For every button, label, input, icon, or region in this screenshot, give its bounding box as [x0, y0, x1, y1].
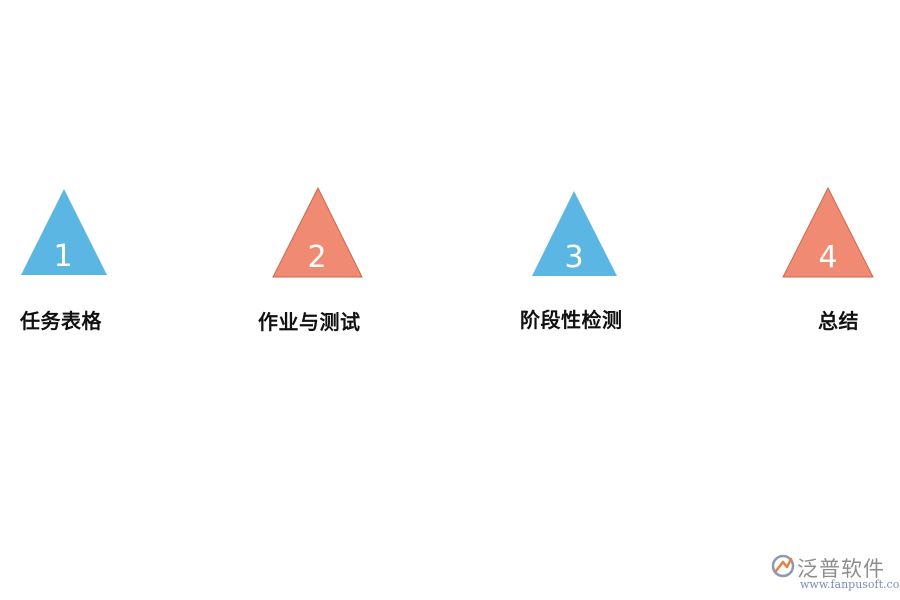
triangle-shape [272, 187, 363, 278]
triangle-3: 3 [532, 191, 617, 276]
step-number: 1 [53, 239, 72, 274]
triangle-1: 1 [21, 189, 107, 275]
brand-logo: 泛普软件 www.fanpusoft.com [770, 553, 900, 595]
step-label: 作业与测试 [258, 310, 361, 334]
logo-name: 泛普软件 [797, 557, 885, 581]
step-label: 阶段性检测 [520, 308, 623, 332]
triangle-2: 2 [272, 187, 363, 278]
logo-mark-icon [771, 554, 795, 578]
triangle-shape [782, 187, 874, 278]
triangle-shape [21, 189, 107, 275]
step-number: 3 [564, 240, 583, 275]
triangle-4: 4 [782, 187, 874, 278]
step-number: 4 [818, 240, 837, 275]
step-label: 任务表格 [20, 309, 102, 333]
step-label: 总结 [818, 309, 859, 333]
triangle-shape [532, 191, 617, 276]
step-number: 2 [307, 240, 326, 275]
logo-url: www.fanpusoft.com [800, 578, 900, 591]
